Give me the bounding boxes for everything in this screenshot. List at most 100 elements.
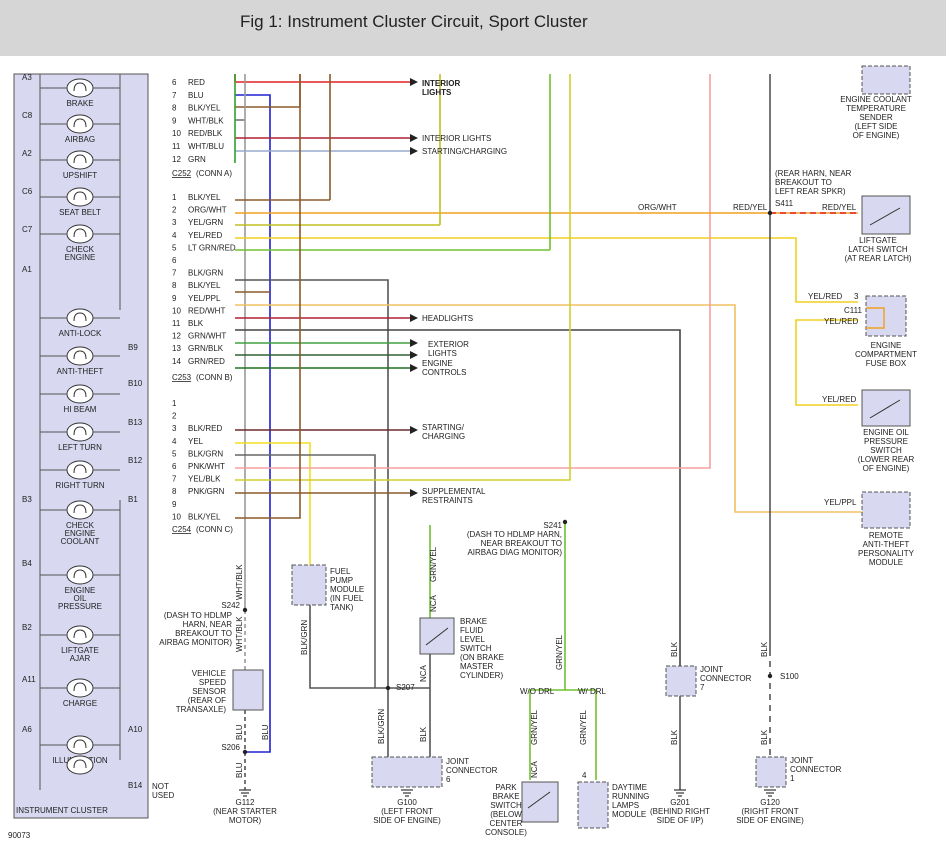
ground-g120-0: G120 bbox=[760, 798, 780, 807]
vss-3: (REAR OF bbox=[188, 696, 226, 705]
connB-pin-13: 13 bbox=[172, 344, 181, 353]
parkbrake-5: CONSOLE) bbox=[485, 828, 527, 837]
connA-pin-12: 12 bbox=[172, 155, 181, 164]
wire-yel-red-3: YEL/RED bbox=[822, 395, 856, 404]
cluster-lamp-label-4-1: ENGINE bbox=[65, 253, 96, 262]
dest-exterior-lights-b: LIGHTS bbox=[428, 349, 457, 358]
cluster-pin-A6: A6 bbox=[22, 725, 32, 734]
connC-pin-9: 9 bbox=[172, 500, 177, 509]
connC-pin-5: 5 bbox=[172, 449, 177, 458]
liftgate-2: (AT REAR LATCH) bbox=[844, 254, 911, 263]
brakefluid-6: CYLINDER) bbox=[460, 671, 503, 680]
joint-connector-1-box bbox=[755, 756, 787, 788]
liftgate-0: LIFTGATE bbox=[859, 236, 897, 245]
cluster-lamp-label-8-0: LEFT TURN bbox=[58, 443, 102, 452]
cluster-lamp-7 bbox=[66, 384, 94, 404]
wire-blu-3: BLU bbox=[235, 762, 244, 778]
s242-note-3: AIRBAG MONITOR) bbox=[159, 638, 232, 647]
connB-wire-8: BLK/YEL bbox=[188, 281, 221, 290]
cluster-lamp-label-6-0: ANTI-THEFT bbox=[57, 367, 104, 376]
cluster-pin-B10: B10 bbox=[128, 379, 143, 388]
cluster-lamp-12 bbox=[66, 625, 94, 645]
dest-interior-lights-1b: LIGHTS bbox=[422, 88, 452, 97]
connB-wire-4: YEL/RED bbox=[188, 231, 222, 240]
connB-pin-3: 3 bbox=[172, 218, 177, 227]
conn-b-name: C253 bbox=[172, 373, 192, 382]
connA-wire-9: WHT/BLK bbox=[188, 116, 224, 125]
oilsw-4: OF ENGINE) bbox=[863, 464, 910, 473]
anti-theft-module-box bbox=[861, 491, 911, 529]
cluster-lamp-14-filament bbox=[73, 739, 87, 749]
connC-wire-5: BLK/GRN bbox=[188, 449, 223, 458]
fuel-pump-box bbox=[291, 564, 327, 606]
cluster-lamp-label-11-1: OIL bbox=[74, 594, 87, 603]
connB-pin-8: 8 bbox=[172, 281, 177, 290]
connC-wire-4: YEL bbox=[188, 437, 204, 446]
cluster-lamp-label-9-0: RIGHT TURN bbox=[55, 481, 104, 490]
wire-nca-2: NCA bbox=[419, 664, 428, 682]
connC-pin-4: 4 bbox=[172, 437, 177, 446]
connB-wire-2: ORG/WHT bbox=[188, 206, 227, 215]
connB-pin-1: 1 bbox=[172, 193, 177, 202]
not-used-1: NOT bbox=[152, 782, 169, 791]
connC-wire-7: YEL/BLK bbox=[188, 475, 221, 484]
cluster-lamp-9-filament bbox=[73, 464, 87, 474]
wire-blk-grn: BLK/GRN bbox=[300, 620, 309, 655]
cluster-pin-B14: B14 bbox=[128, 781, 143, 790]
wire-yel-red-1: YEL/RED bbox=[808, 292, 842, 301]
cluster-lamp-label-11-0: ENGINE bbox=[65, 586, 96, 595]
cluster-pin-B1: B1 bbox=[128, 495, 138, 504]
brakefluid-1: FLUID bbox=[460, 626, 483, 635]
wire-grn-yel-2: GRN/YEL bbox=[555, 634, 564, 670]
figure-title: Fig 1: Instrument Cluster Circuit, Sport… bbox=[240, 12, 588, 31]
cluster-pin-C8: C8 bbox=[22, 111, 33, 120]
ground-g120-2: SIDE OF ENGINE) bbox=[736, 816, 804, 825]
cluster-lamp-7-filament bbox=[73, 388, 87, 398]
parkbrake-4: CENTER bbox=[490, 819, 523, 828]
wire-pin-4: 4 bbox=[582, 771, 587, 780]
connC-pin-10: 10 bbox=[172, 512, 181, 521]
fuelpump-2: MODULE bbox=[330, 585, 364, 594]
joint-connector-7-box bbox=[665, 665, 697, 697]
fusebox-1: COMPARTMENT bbox=[855, 350, 917, 359]
cluster-pin-A3: A3 bbox=[22, 73, 32, 82]
connC-wire-8: PNK/GRN bbox=[188, 487, 225, 496]
s241-note-1: NEAR BREAKOUT TO bbox=[481, 539, 562, 548]
wire-blk-grn-2: BLK/GRN bbox=[377, 709, 386, 744]
cluster-lamp-label-13-0: CHARGE bbox=[63, 699, 97, 708]
connA-pin-11: 11 bbox=[172, 142, 181, 151]
cluster-lamp-6 bbox=[66, 346, 94, 366]
drl-module-box bbox=[577, 781, 609, 829]
wire-red-yel-2: RED/YEL bbox=[822, 203, 857, 212]
s100: S100 bbox=[780, 672, 799, 681]
cluster-pin-A1: A1 bbox=[22, 265, 32, 274]
cluster-lamp-8-filament bbox=[73, 426, 87, 436]
s242: S242 bbox=[221, 601, 240, 610]
jc6-1: CONNECTOR bbox=[446, 766, 498, 775]
connA-pin-8: 8 bbox=[172, 104, 177, 113]
cluster-lamp-12-filament bbox=[73, 629, 87, 639]
cluster-lamp-3-filament bbox=[73, 191, 87, 201]
connB-pin-10: 10 bbox=[172, 306, 181, 315]
cluster-pin-B3: B3 bbox=[22, 495, 32, 504]
dest-exterior-lights-a: EXTERIOR bbox=[428, 340, 469, 349]
connB-pin-14: 14 bbox=[172, 357, 181, 366]
ground-g100-2: SIDE OF ENGINE) bbox=[373, 816, 441, 825]
cluster-lamp-label-3-0: SEAT BELT bbox=[59, 208, 101, 217]
cluster-pin-A10: A10 bbox=[128, 725, 143, 734]
s241-note-0: (DASH TO HDLMP HARN, bbox=[467, 530, 562, 539]
cluster-lamp-label-0-0: BRAKE bbox=[66, 99, 93, 108]
cluster-pin-B2: B2 bbox=[22, 623, 32, 632]
connC-pin-3: 3 bbox=[172, 424, 177, 433]
wire-pin-3: 3 bbox=[854, 292, 859, 301]
ground-g201-0: G201 bbox=[670, 798, 690, 807]
cluster-lamp-label-10-1: ENGINE bbox=[65, 529, 96, 538]
